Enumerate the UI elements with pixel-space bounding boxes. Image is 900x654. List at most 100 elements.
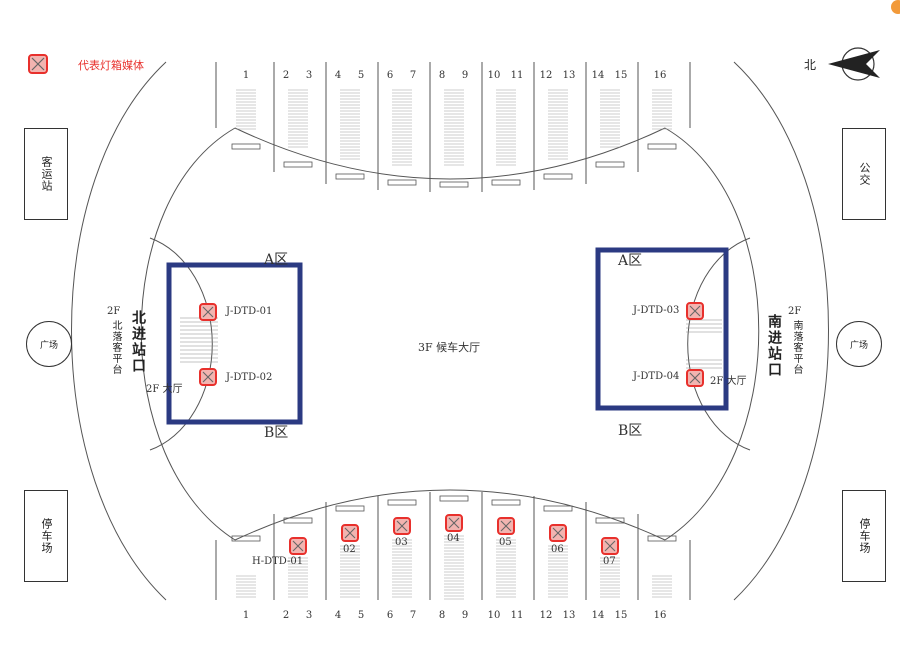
track-number: 14 [592, 610, 605, 621]
platform-gate [283, 517, 313, 524]
north-hall-stairs [180, 317, 218, 363]
north-platform-floor: 2F [107, 306, 121, 317]
platform-gate [595, 517, 625, 524]
media-marker-icon [497, 517, 515, 535]
bus-box: 公交 [842, 128, 886, 220]
outer-boundary-right [733, 61, 829, 601]
zone-north-box [166, 262, 303, 425]
media-marker-icon [28, 54, 48, 74]
platform-gate [595, 161, 625, 168]
inner-boundary-right [664, 127, 760, 541]
corner-dot [891, 0, 900, 14]
plaza-left: 广场 [26, 321, 72, 367]
media-marker-icon [686, 302, 704, 320]
hdtd-02-label: 02 [343, 544, 356, 555]
media-marker-icon [199, 303, 217, 321]
parking-right-box: 停车场 [842, 490, 886, 582]
track-number: 12 [540, 70, 553, 81]
track-number: 4 [335, 70, 341, 81]
track-number: 9 [462, 610, 468, 621]
jdtd-02-label: J-DTD-02 [226, 372, 273, 383]
track-number: 5 [358, 70, 364, 81]
platform-stairs [600, 557, 620, 598]
north-label: 北 [804, 58, 817, 72]
platform-stairs [652, 89, 672, 130]
north-entrance-title: 北进站口 [130, 310, 146, 374]
track-number: 15 [615, 610, 628, 621]
media-marker-icon [341, 524, 359, 542]
media-marker-icon [393, 517, 411, 535]
media-marker-icon [199, 368, 217, 386]
inner-boundary-left [140, 127, 236, 541]
track-number: 3 [306, 610, 312, 621]
north-hall-label: 2F 大厅 [146, 384, 183, 395]
track-number: 1 [243, 610, 249, 621]
platform-stairs [548, 89, 568, 160]
track-number: 15 [615, 70, 628, 81]
bus-station-box: 客运站 [24, 128, 68, 220]
track-number: 10 [488, 70, 501, 81]
track-number: 9 [462, 70, 468, 81]
platform-stairs [444, 535, 464, 600]
platform-stairs [652, 575, 672, 598]
track-number: 6 [387, 610, 393, 621]
platform-stairs [288, 557, 308, 598]
hdtd-03-label: 03 [395, 537, 408, 548]
jdtd-markers [199, 302, 704, 387]
track-number: 2 [283, 70, 289, 81]
track-number: 11 [511, 610, 524, 621]
platform-stairs [496, 89, 516, 166]
track-number: 8 [439, 70, 445, 81]
north-arrow-icon [828, 47, 880, 81]
outer-boundary-left [71, 61, 167, 601]
zone-a-right: A区 [618, 253, 643, 269]
track-number: 5 [358, 610, 364, 621]
media-marker-icon [289, 537, 307, 555]
zone-south-box [595, 247, 729, 411]
platform-stairs [444, 89, 464, 166]
top-platform-arc [234, 127, 666, 180]
zone-b-left: B区 [264, 425, 289, 441]
plaza-right: 广场 [836, 321, 882, 367]
track-number: 12 [540, 610, 553, 621]
platform-gate [543, 173, 573, 180]
platform-gate [335, 173, 365, 180]
platform-gate [387, 179, 417, 186]
platform-stairs [548, 545, 568, 598]
platform-stairs [288, 89, 308, 148]
hdtd-01-label: H-DTD-01 [252, 556, 304, 567]
track-number: 4 [335, 610, 341, 621]
north-platform-name: 北落客平台 [110, 320, 121, 375]
waiting-hall-label: 3F 候车大厅 [418, 341, 481, 354]
zone-b-right: B区 [618, 423, 643, 439]
south-hall-arc [687, 237, 751, 451]
platform-gate [231, 143, 261, 150]
track-number: 10 [488, 610, 501, 621]
jdtd-01-label: J-DTD-01 [226, 306, 273, 317]
track-number: 3 [306, 70, 312, 81]
platform-stairs [392, 539, 412, 598]
media-marker-icon [601, 537, 619, 555]
track-number: 6 [387, 70, 393, 81]
platform-stairs [236, 575, 256, 598]
platform-gate [491, 499, 521, 506]
platform-stairs [496, 539, 516, 598]
track-number: 1 [243, 70, 249, 81]
jdtd-04-label: J-DTD-04 [633, 371, 680, 382]
bottom-platform-arc [234, 489, 666, 541]
platform-stairs [236, 89, 256, 130]
platform-gate [647, 535, 677, 542]
jdtd-03-label: J-DTD-03 [633, 305, 680, 316]
hdtd-07-label: 07 [603, 556, 616, 567]
media-marker-icon [549, 524, 567, 542]
track-number: 13 [563, 70, 576, 81]
track-number: 14 [592, 70, 605, 81]
platform-gate [439, 495, 469, 502]
platform-gate [647, 143, 677, 150]
track-number: 8 [439, 610, 445, 621]
south-hall-label: 2F 大厅 [710, 376, 747, 387]
south-hall-stairs [686, 319, 722, 369]
track-number: 7 [410, 610, 416, 621]
south-platform-name: 南落客平台 [791, 320, 802, 375]
